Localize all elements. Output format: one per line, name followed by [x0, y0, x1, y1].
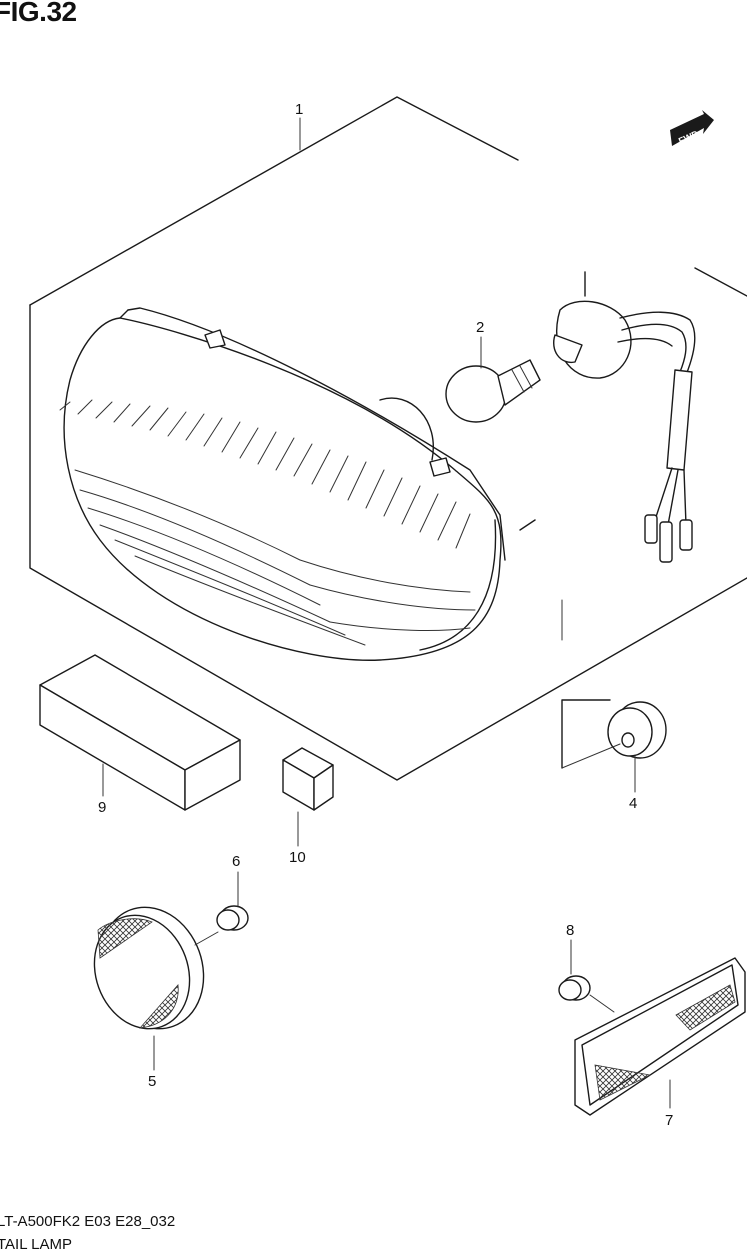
nut-6-part — [216, 905, 249, 931]
grommet-part — [561, 701, 667, 769]
callout-9: 9 — [98, 799, 106, 816]
callout-5: 5 — [148, 1073, 156, 1090]
callout-4: 4 — [629, 795, 637, 812]
round-reflector-part — [93, 906, 219, 1030]
small-box-part — [282, 747, 334, 811]
leader-lines — [102, 117, 671, 1109]
figure-title: FIG.32 — [0, 0, 77, 27]
callout-1: 1 — [295, 101, 303, 118]
package-box-part — [39, 654, 241, 811]
fwd-arrow-icon: FWD — [670, 110, 714, 146]
callout-7: 7 — [665, 1112, 673, 1129]
callout-6: 6 — [232, 853, 240, 870]
diagram-code: LT-A500FK2 E03 E28_032 — [0, 1213, 176, 1230]
callout-10: 10 — [289, 849, 306, 866]
tail-lamp-housing — [59, 307, 536, 661]
callout-8: 8 — [566, 922, 574, 939]
assembly-outline — [29, 96, 747, 781]
diagram-name: TAIL LAMP — [0, 1236, 73, 1253]
rect-reflector-part — [574, 957, 746, 1116]
socket-harness-part — [553, 271, 696, 563]
nut-8-part — [558, 975, 591, 1001]
bulb-part — [445, 359, 541, 423]
callout-2: 2 — [476, 319, 484, 336]
